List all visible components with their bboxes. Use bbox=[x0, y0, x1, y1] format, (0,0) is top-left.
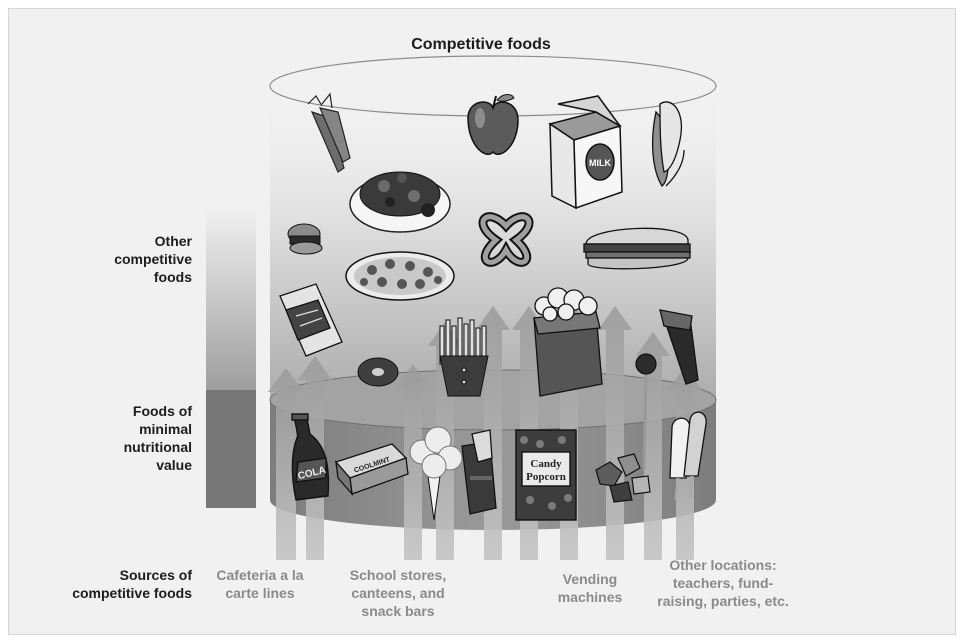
source-cafeteria: Cafeteria a la carte lines bbox=[216, 567, 304, 601]
pizza-icon bbox=[345, 251, 455, 301]
banana-icon bbox=[652, 101, 685, 187]
label-sources-of-competitive-foods: Sources of competitive foods bbox=[72, 567, 192, 601]
level-bar-other bbox=[206, 208, 256, 390]
wrapped-candies-lollipop-icon bbox=[595, 353, 657, 503]
pretzel-icon bbox=[478, 212, 534, 267]
chips-bag-icon bbox=[279, 283, 343, 357]
gum-pack-icon: COOLMINT bbox=[334, 443, 409, 497]
popcorn-bag-icon bbox=[533, 287, 603, 397]
candy-box-line2: Popcorn bbox=[526, 471, 566, 483]
chocolate-bar-icon bbox=[659, 309, 699, 385]
source-other-locations: Other locations: teachers, fund-raising,… bbox=[657, 557, 789, 609]
burger-icon bbox=[287, 223, 323, 255]
source-vending-machines: Vending machines bbox=[557, 571, 623, 605]
cotton-candy-icon bbox=[409, 426, 463, 521]
salad-plate-icon bbox=[349, 171, 451, 233]
candy-bar-icon bbox=[461, 429, 497, 515]
label-foods-minimal-nutritional-value: Foods of minimal nutritional value bbox=[123, 403, 192, 473]
ice-pops-icon bbox=[669, 411, 707, 501]
donut-icon bbox=[357, 357, 399, 387]
milk-carton-icon: MILK bbox=[548, 95, 623, 210]
sub-sandwich-icon bbox=[583, 227, 691, 270]
french-fries-icon bbox=[439, 317, 489, 397]
carrots-icon bbox=[307, 92, 351, 173]
arrow-stores-1 bbox=[396, 364, 430, 560]
cola-bottle-icon: COLA bbox=[291, 413, 330, 501]
candy-box-line1: Candy bbox=[530, 458, 562, 470]
milk-label: MILK bbox=[589, 158, 611, 168]
apple-icon bbox=[467, 94, 519, 155]
level-bar-minimal bbox=[206, 390, 256, 508]
candy-popcorn-box-icon: Candy Popcorn bbox=[515, 429, 577, 521]
label-other-competitive-foods: Other competitive foods bbox=[114, 233, 192, 285]
diagram-title: Competitive foods bbox=[411, 36, 551, 53]
source-school-stores: School stores, canteens, and snack bars bbox=[349, 567, 447, 619]
